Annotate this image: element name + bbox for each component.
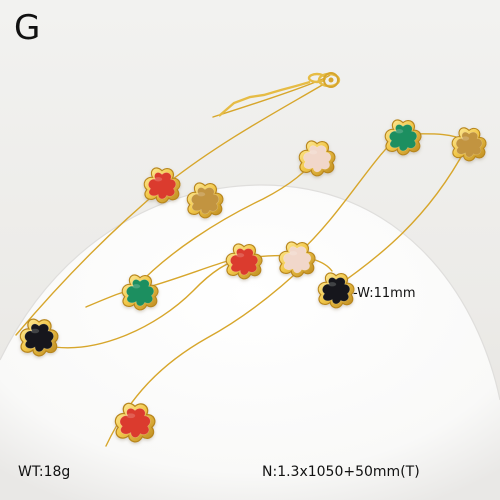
pendant-brown-2: [451, 127, 487, 162]
length-label: N:1.3x1050+50mm(T): [262, 464, 420, 480]
pendant-green-1: [384, 119, 422, 156]
pendant-red-1: [143, 167, 181, 204]
pendant-pink-1: [298, 140, 336, 177]
weight-label: WT:18g: [18, 464, 71, 480]
clasp: [323, 72, 339, 88]
brand-letter: G: [14, 8, 41, 48]
size-label: -W:11mm: [353, 286, 416, 301]
